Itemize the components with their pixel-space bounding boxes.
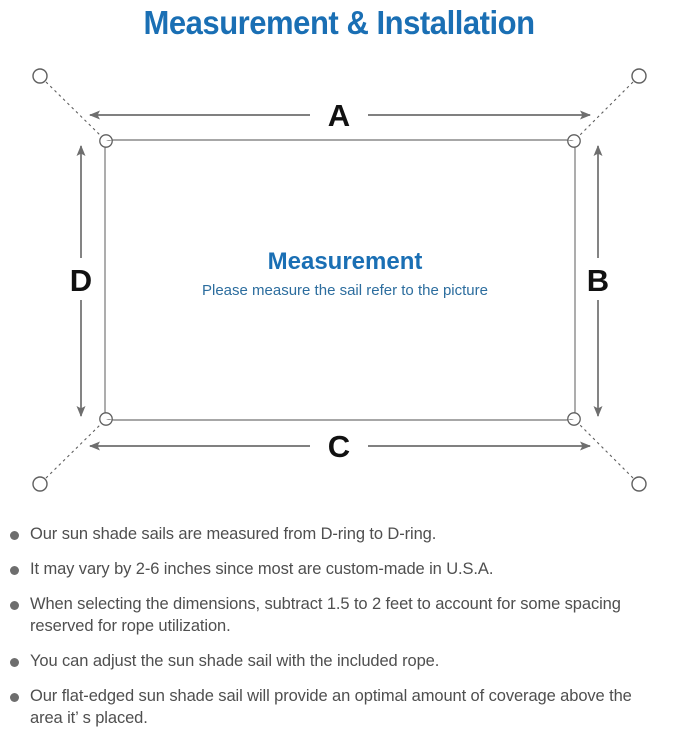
bullet-icon (10, 565, 19, 575)
page-title: Measurement & Installation (0, 0, 679, 46)
dimension-d-label: D (70, 263, 92, 298)
anchor-points (32, 68, 647, 492)
dimension-b-label: B (587, 263, 609, 298)
dimension-c: C (89, 429, 591, 464)
list-item-text: Our sun shade sails are measured from D-… (30, 525, 437, 543)
notes-list: Our sun shade sails are measured from D-… (0, 524, 679, 739)
list-item: Our flat-edged sun shade sail will provi… (0, 686, 679, 730)
dimension-a: A (89, 98, 591, 133)
rope-lines (45, 81, 634, 479)
dimension-c-label: C (328, 429, 350, 464)
diagram-center-title: Measurement (268, 248, 423, 275)
bullet-icon (10, 531, 19, 540)
bullet-icon (10, 692, 19, 702)
d-ring-shadows (106, 140, 574, 420)
dimension-b: B (587, 145, 609, 417)
anchor-bottom-left-icon (32, 476, 48, 492)
anchor-bottom-right-icon (631, 476, 647, 492)
rope-top-right (577, 81, 634, 138)
bullet-icon (10, 600, 19, 610)
list-item: You can adjust the sun shade sail with t… (0, 651, 679, 673)
list-item-text: When selecting the dimensions, subtract … (30, 594, 621, 635)
list-item-text: Our flat-edged sun shade sail will provi… (30, 686, 632, 727)
list-item: It may vary by 2-6 inches since most are… (0, 559, 679, 581)
dimension-a-label: A (328, 98, 350, 133)
rope-bottom-right (577, 422, 634, 479)
list-item: Our sun shade sails are measured from D-… (0, 524, 679, 546)
list-item: When selecting the dimensions, subtract … (0, 594, 679, 638)
bullet-icon (10, 657, 19, 667)
diagram-center-subtitle: Please measure the sail refer to the pic… (202, 282, 488, 299)
anchor-top-left-icon (32, 68, 48, 84)
anchor-top-right-icon (631, 68, 647, 84)
measurement-diagram: A C D B Measurement Please me (0, 46, 679, 516)
list-item-text: You can adjust the sun shade sail with t… (30, 651, 440, 670)
rope-bottom-left (45, 422, 103, 479)
rope-top-left (45, 81, 103, 138)
sail-body (104, 139, 576, 421)
list-item-text: It may vary by 2-6 inches since most are… (30, 559, 494, 578)
dimension-d: D (70, 145, 92, 417)
page-title-text: Measurement & Installation (143, 4, 536, 41)
